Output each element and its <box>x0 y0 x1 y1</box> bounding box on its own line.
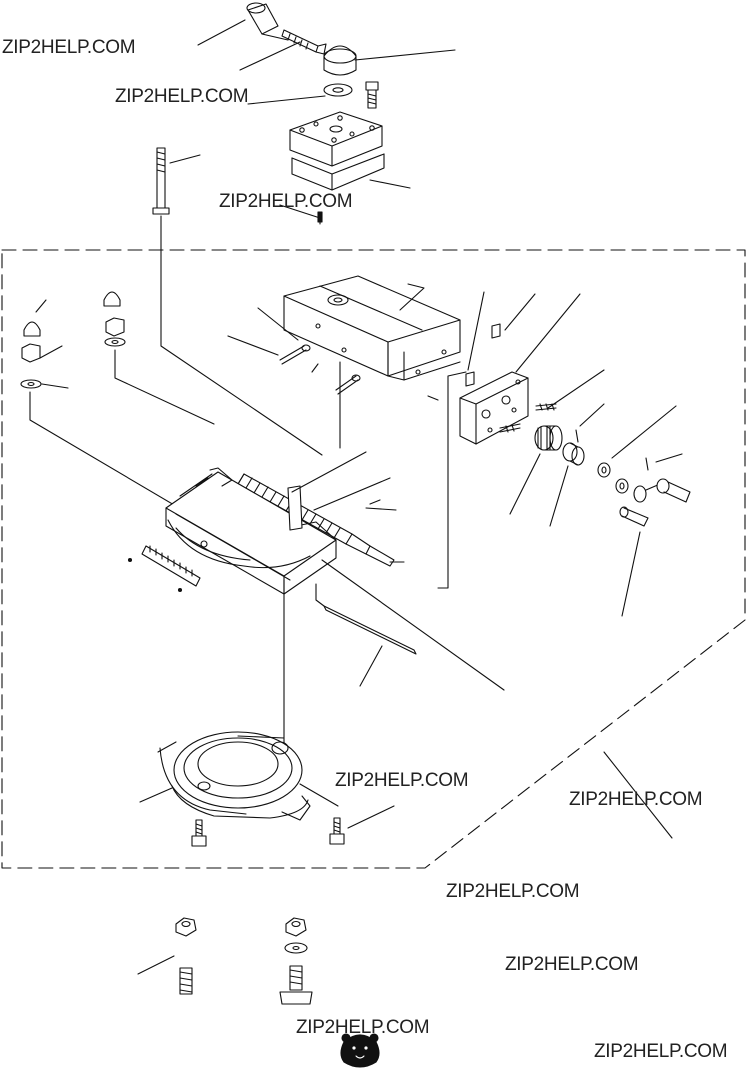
top-slide <box>283 275 461 381</box>
watermark-9: ZIP2HELP.COM <box>594 1041 728 1062</box>
leader-lines-top <box>160 19 456 456</box>
square-tool-post <box>289 111 385 191</box>
washer <box>323 83 353 97</box>
watermark-5: ZIP2HELP.COM <box>569 789 703 810</box>
tool-post-stud <box>281 29 327 55</box>
scale-plate <box>127 545 201 593</box>
dashed-boundary <box>1 249 746 869</box>
bracket-screws <box>499 403 557 433</box>
small-key <box>427 323 501 401</box>
watermark-1: ZIP2HELP.COM <box>2 37 136 58</box>
leader-lines-center <box>283 451 505 771</box>
watermark-3: ZIP2HELP.COM <box>219 191 353 212</box>
bear-logo-icon <box>340 1033 380 1068</box>
bushing <box>562 429 585 466</box>
leader-lines-slide <box>227 283 581 589</box>
crank-handles <box>619 478 691 527</box>
watermark-7: ZIP2HELP.COM <box>505 954 639 975</box>
watermark-2: ZIP2HELP.COM <box>115 86 249 107</box>
watermark-4: ZIP2HELP.COM <box>335 770 469 791</box>
cap-screw <box>365 81 379 109</box>
watermark-8: ZIP2HELP.COM <box>296 1017 430 1038</box>
dial-collar <box>534 425 563 451</box>
t-bolt <box>152 147 170 215</box>
swivel-base <box>157 731 311 821</box>
gib-strip <box>323 605 417 687</box>
t-bolts-base <box>191 817 345 847</box>
leader-lines-left <box>29 299 215 513</box>
bottom-fasteners <box>137 917 313 1005</box>
leader-lines-right <box>509 369 683 617</box>
lock-nuts <box>597 457 649 494</box>
leader-lines-base <box>139 751 673 839</box>
tool-post-handle <box>246 2 289 41</box>
watermark-6: ZIP2HELP.COM <box>446 881 580 902</box>
cross-slide <box>165 467 337 595</box>
acorn-nuts <box>20 291 126 389</box>
end-bracket <box>459 371 529 445</box>
clamping-nut <box>323 45 357 76</box>
gib-screws <box>279 344 361 395</box>
